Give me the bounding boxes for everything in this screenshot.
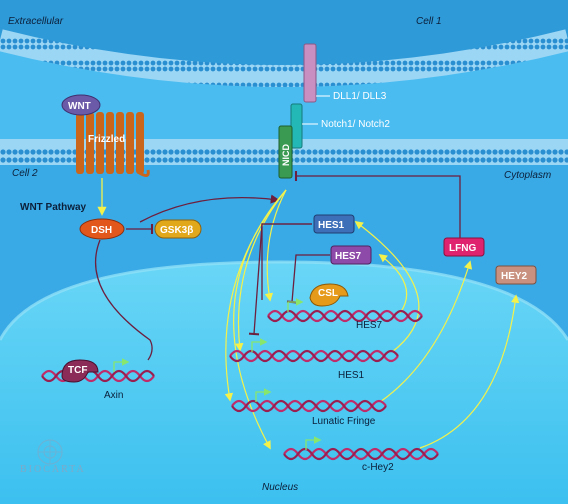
dll-ligand: [303, 43, 317, 103]
dna-hes1: [229, 349, 399, 363]
chey2-gene-label: c-Hey2: [362, 462, 394, 473]
lunatic-fringe-gene-label: Lunatic Fringe: [312, 416, 376, 427]
nicd-label: NICD: [281, 144, 291, 166]
notch-receptor-ecd: [290, 103, 303, 149]
hes1-protein-label: HES1: [318, 220, 345, 231]
hes7-protein-label: HES7: [335, 251, 362, 262]
hes1-protein: [313, 214, 355, 234]
extracellular-label: Extracellular: [8, 16, 64, 27]
hes1-gene-label: HES1: [338, 370, 365, 381]
lfng-protein: [443, 237, 485, 257]
dna-chey2: [283, 447, 439, 461]
gsk3b-label: GSK3β: [160, 225, 193, 236]
hes7-gene-label: HES7: [356, 320, 383, 331]
tcf-label: TCF: [68, 365, 87, 376]
hes7-protein: [330, 245, 372, 265]
dsh-label: DSH: [91, 225, 112, 236]
lfng-label: LFNG: [449, 243, 476, 254]
nucleus-label: Nucleus: [262, 482, 298, 493]
wnt-ligand: [61, 94, 101, 116]
nicd: [278, 125, 293, 179]
cytoplasm-label: Cytoplasm: [504, 170, 551, 181]
cell1-membrane: [0, 29, 568, 87]
dll-label: DLL1/ DLL3: [333, 91, 387, 102]
dna-lunatic-fringe: [231, 399, 387, 413]
biocarta-logo: [37, 439, 63, 465]
cell2-label: Cell 2: [12, 168, 38, 179]
dna-hes7: [267, 309, 423, 323]
promoter-arrows: [113, 298, 322, 450]
hey2-label: HEY2: [501, 271, 528, 282]
tcf-protein: [61, 359, 99, 383]
csl-protein: [309, 283, 349, 307]
interaction-lines: [94, 170, 520, 450]
hey2-protein: [495, 265, 537, 285]
csl-label: CSL: [318, 288, 338, 299]
biocarta-watermark: BIOCARTA: [20, 464, 86, 475]
axin-gene-label: Axin: [104, 390, 123, 401]
wnt-label: WNT: [68, 101, 91, 112]
notch-label: Notch1/ Notch2: [321, 119, 390, 130]
cell1-label: Cell 1: [416, 16, 442, 27]
frizzled-label: Frizzled: [88, 134, 125, 145]
nucleus: [0, 262, 568, 504]
wnt-pathway-label: WNT Pathway: [20, 202, 87, 213]
dna-axin: [41, 369, 155, 383]
frizzled-receptor: [76, 112, 150, 177]
dsh-protein: [79, 218, 125, 240]
gsk3b-protein: [154, 219, 202, 239]
